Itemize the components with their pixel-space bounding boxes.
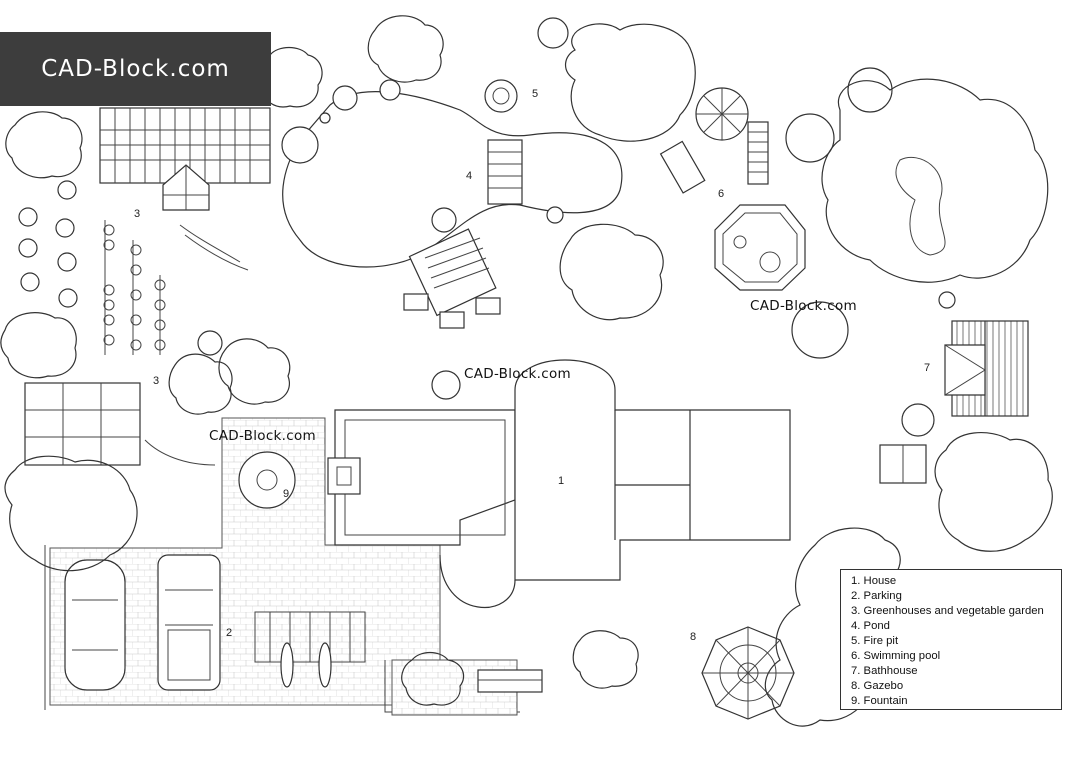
zone-number-garden-left: 3 <box>153 375 160 387</box>
gazebo <box>477 626 795 720</box>
zone-number-fire-pit: 5 <box>532 88 539 100</box>
zone-number-pond: 4 <box>466 170 473 182</box>
watermark-center: CAD-Block.com <box>464 366 571 382</box>
zone-number-parking: 2 <box>226 627 233 639</box>
legend-item: 2. Parking <box>851 590 902 602</box>
zone-number-house: 1 <box>558 475 565 487</box>
greenhouse-left <box>24 382 141 466</box>
zone-number-bathhouse: 7 <box>924 362 931 374</box>
legend-item: 9. Fountain <box>851 695 908 707</box>
legend-item: 7. Bathhouse <box>851 665 918 677</box>
house <box>327 359 791 609</box>
legend-item: 5. Fire pit <box>851 635 899 647</box>
legend-item: 4. Pond <box>851 620 890 632</box>
bike-shelter <box>254 611 366 688</box>
brand-logo: CAD-Block.com <box>0 32 271 106</box>
legend-item: 3. Greenhouses and vegetable garden <box>851 605 1044 617</box>
watermark-right: CAD-Block.com <box>750 298 857 314</box>
swimming-pool <box>659 87 806 291</box>
vegetable-garden <box>18 180 166 355</box>
zone-number-garden-top: 3 <box>134 208 141 220</box>
parked-car-2 <box>157 554 221 691</box>
bathhouse <box>879 320 1029 484</box>
pond <box>281 79 623 268</box>
legend-item: 6. Swimming pool <box>851 650 941 662</box>
trees <box>0 15 1053 727</box>
parked-car-1 <box>64 559 126 691</box>
zone-number-gazebo: 8 <box>690 631 697 643</box>
greenhouse-top <box>99 107 271 211</box>
zone-number-pool: 6 <box>718 188 725 200</box>
fire-pit <box>403 79 518 329</box>
fountain <box>238 451 296 509</box>
legend-box: 1. House 2. Parking 3. Greenhouses and v… <box>840 569 1062 710</box>
legend-item: 8. Gazebo <box>851 680 904 692</box>
legend-item: 1. House <box>851 575 897 587</box>
zone-number-fountain: 9 <box>283 488 290 500</box>
watermark-left: CAD-Block.com <box>209 428 316 444</box>
garden-paths <box>144 224 956 466</box>
